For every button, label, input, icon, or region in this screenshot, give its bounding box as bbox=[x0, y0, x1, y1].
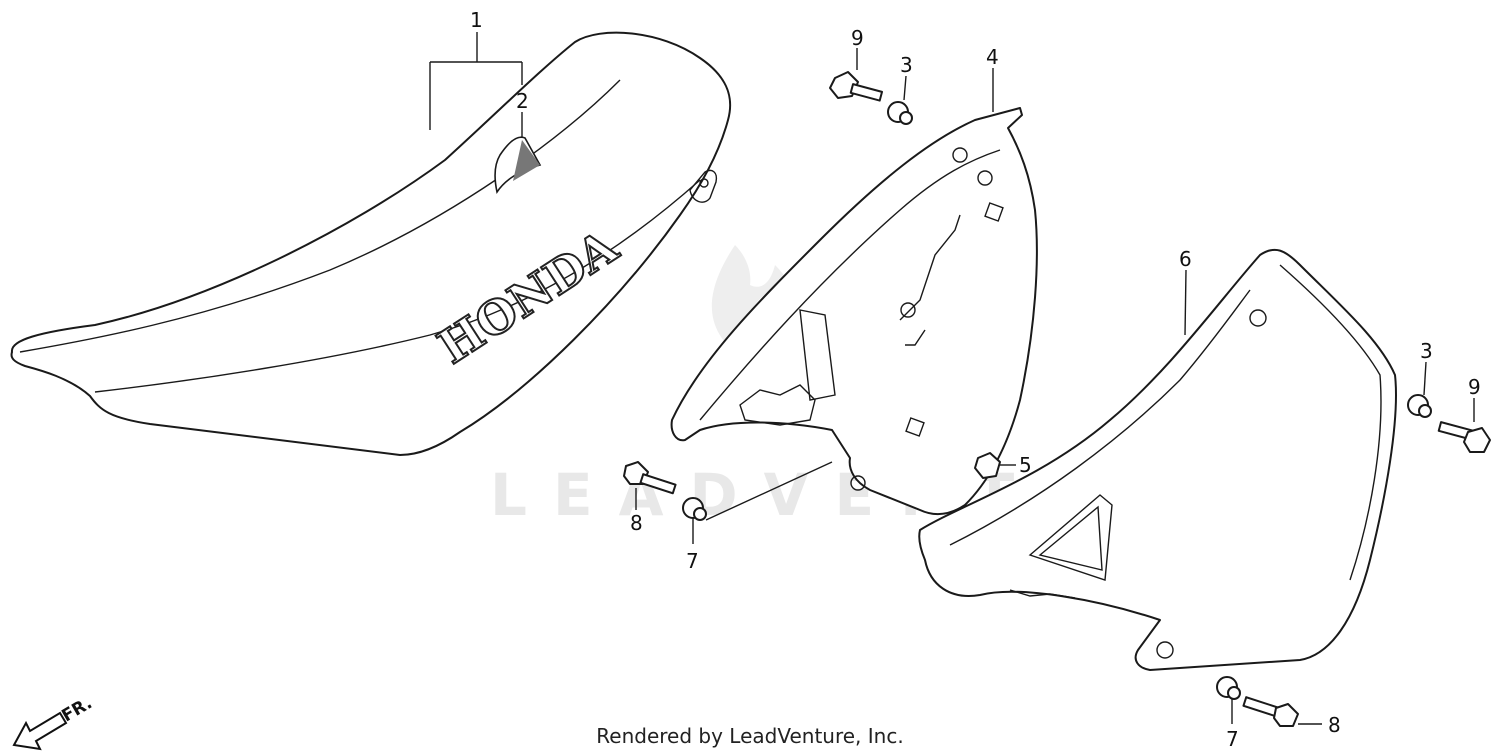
side-cover-crease bbox=[949, 289, 1251, 546]
leader-1 bbox=[429, 32, 523, 130]
side-cover-hole-bottom bbox=[1156, 641, 1174, 659]
callout-3b: 3 bbox=[1420, 339, 1433, 363]
collar-3a-hole bbox=[899, 111, 913, 125]
side-cover-outline bbox=[918, 248, 1397, 671]
callout-9b: 9 bbox=[1468, 375, 1481, 399]
seat-hook-hole bbox=[699, 178, 709, 188]
side-cover-hole-top bbox=[1249, 309, 1267, 327]
hardware bbox=[623, 71, 1491, 727]
inner-side-cover-outline bbox=[670, 107, 1038, 516]
collar-3b-hole bbox=[1418, 404, 1432, 418]
leader-7a-to-cover bbox=[705, 461, 833, 521]
seat-hook-bracket bbox=[689, 169, 718, 203]
leader-3b bbox=[1423, 361, 1427, 396]
inner-cover-square-nut-a bbox=[984, 202, 1004, 222]
inner-cover-rib bbox=[899, 214, 961, 346]
callout-7a: 7 bbox=[686, 549, 699, 573]
bolt-8b-shank bbox=[1242, 696, 1280, 718]
callout-5: 5 bbox=[1019, 453, 1032, 477]
callouts: 1 2 9 3 4 6 3 9 5 8 7 7 8 bbox=[470, 8, 1481, 751]
inner-cover-hole-upper bbox=[977, 170, 993, 186]
seat-outline bbox=[10, 31, 732, 456]
side-cover-vent bbox=[1028, 494, 1113, 581]
inner-cover-tab bbox=[799, 309, 836, 401]
callout-2: 2 bbox=[516, 89, 529, 113]
inner-side-cover-part bbox=[670, 107, 1038, 516]
leader-lines bbox=[429, 32, 1475, 725]
bolt-8b-head bbox=[1273, 703, 1299, 727]
inner-cover-hole-mid bbox=[900, 302, 916, 318]
inner-cover-square-nut-b bbox=[905, 417, 925, 437]
seat-side-line bbox=[94, 179, 701, 393]
callout-9a: 9 bbox=[851, 26, 864, 50]
side-cover-part bbox=[918, 248, 1397, 671]
bolt-9b-head bbox=[1463, 427, 1491, 453]
inner-cover-edge-line bbox=[699, 149, 1001, 421]
callout-1: 1 bbox=[470, 8, 483, 32]
front-arrow-icon bbox=[12, 711, 68, 751]
bolt-8a-shank bbox=[639, 473, 677, 495]
callout-4: 4 bbox=[986, 45, 999, 69]
side-cover-tabs bbox=[1009, 589, 1076, 599]
seat-cover-swatch-fill bbox=[513, 140, 540, 181]
bolt-9a-shank bbox=[849, 83, 884, 102]
callout-3a: 3 bbox=[900, 53, 913, 77]
collar-7a-hole bbox=[693, 507, 707, 521]
leader-3a bbox=[903, 75, 907, 101]
side-cover-vent-inner bbox=[1038, 505, 1103, 571]
collar-7b-hole bbox=[1227, 686, 1241, 700]
seat-crease-line bbox=[19, 79, 621, 353]
inner-cover-hole-bottom bbox=[850, 475, 866, 491]
inner-cover-clip bbox=[739, 384, 816, 426]
side-cover-rim bbox=[1279, 264, 1382, 581]
callout-6: 6 bbox=[1179, 247, 1192, 271]
leader-6 bbox=[1184, 269, 1187, 336]
callout-8b: 8 bbox=[1328, 713, 1341, 737]
callout-8a: 8 bbox=[630, 511, 643, 535]
nut-5 bbox=[974, 452, 1001, 479]
callout-7b: 7 bbox=[1226, 727, 1239, 751]
inner-cover-hole-top bbox=[952, 147, 968, 163]
seat-part: HONDA bbox=[10, 31, 732, 456]
rendered-by-footer: Rendered by LeadVenture, Inc. bbox=[596, 724, 904, 748]
